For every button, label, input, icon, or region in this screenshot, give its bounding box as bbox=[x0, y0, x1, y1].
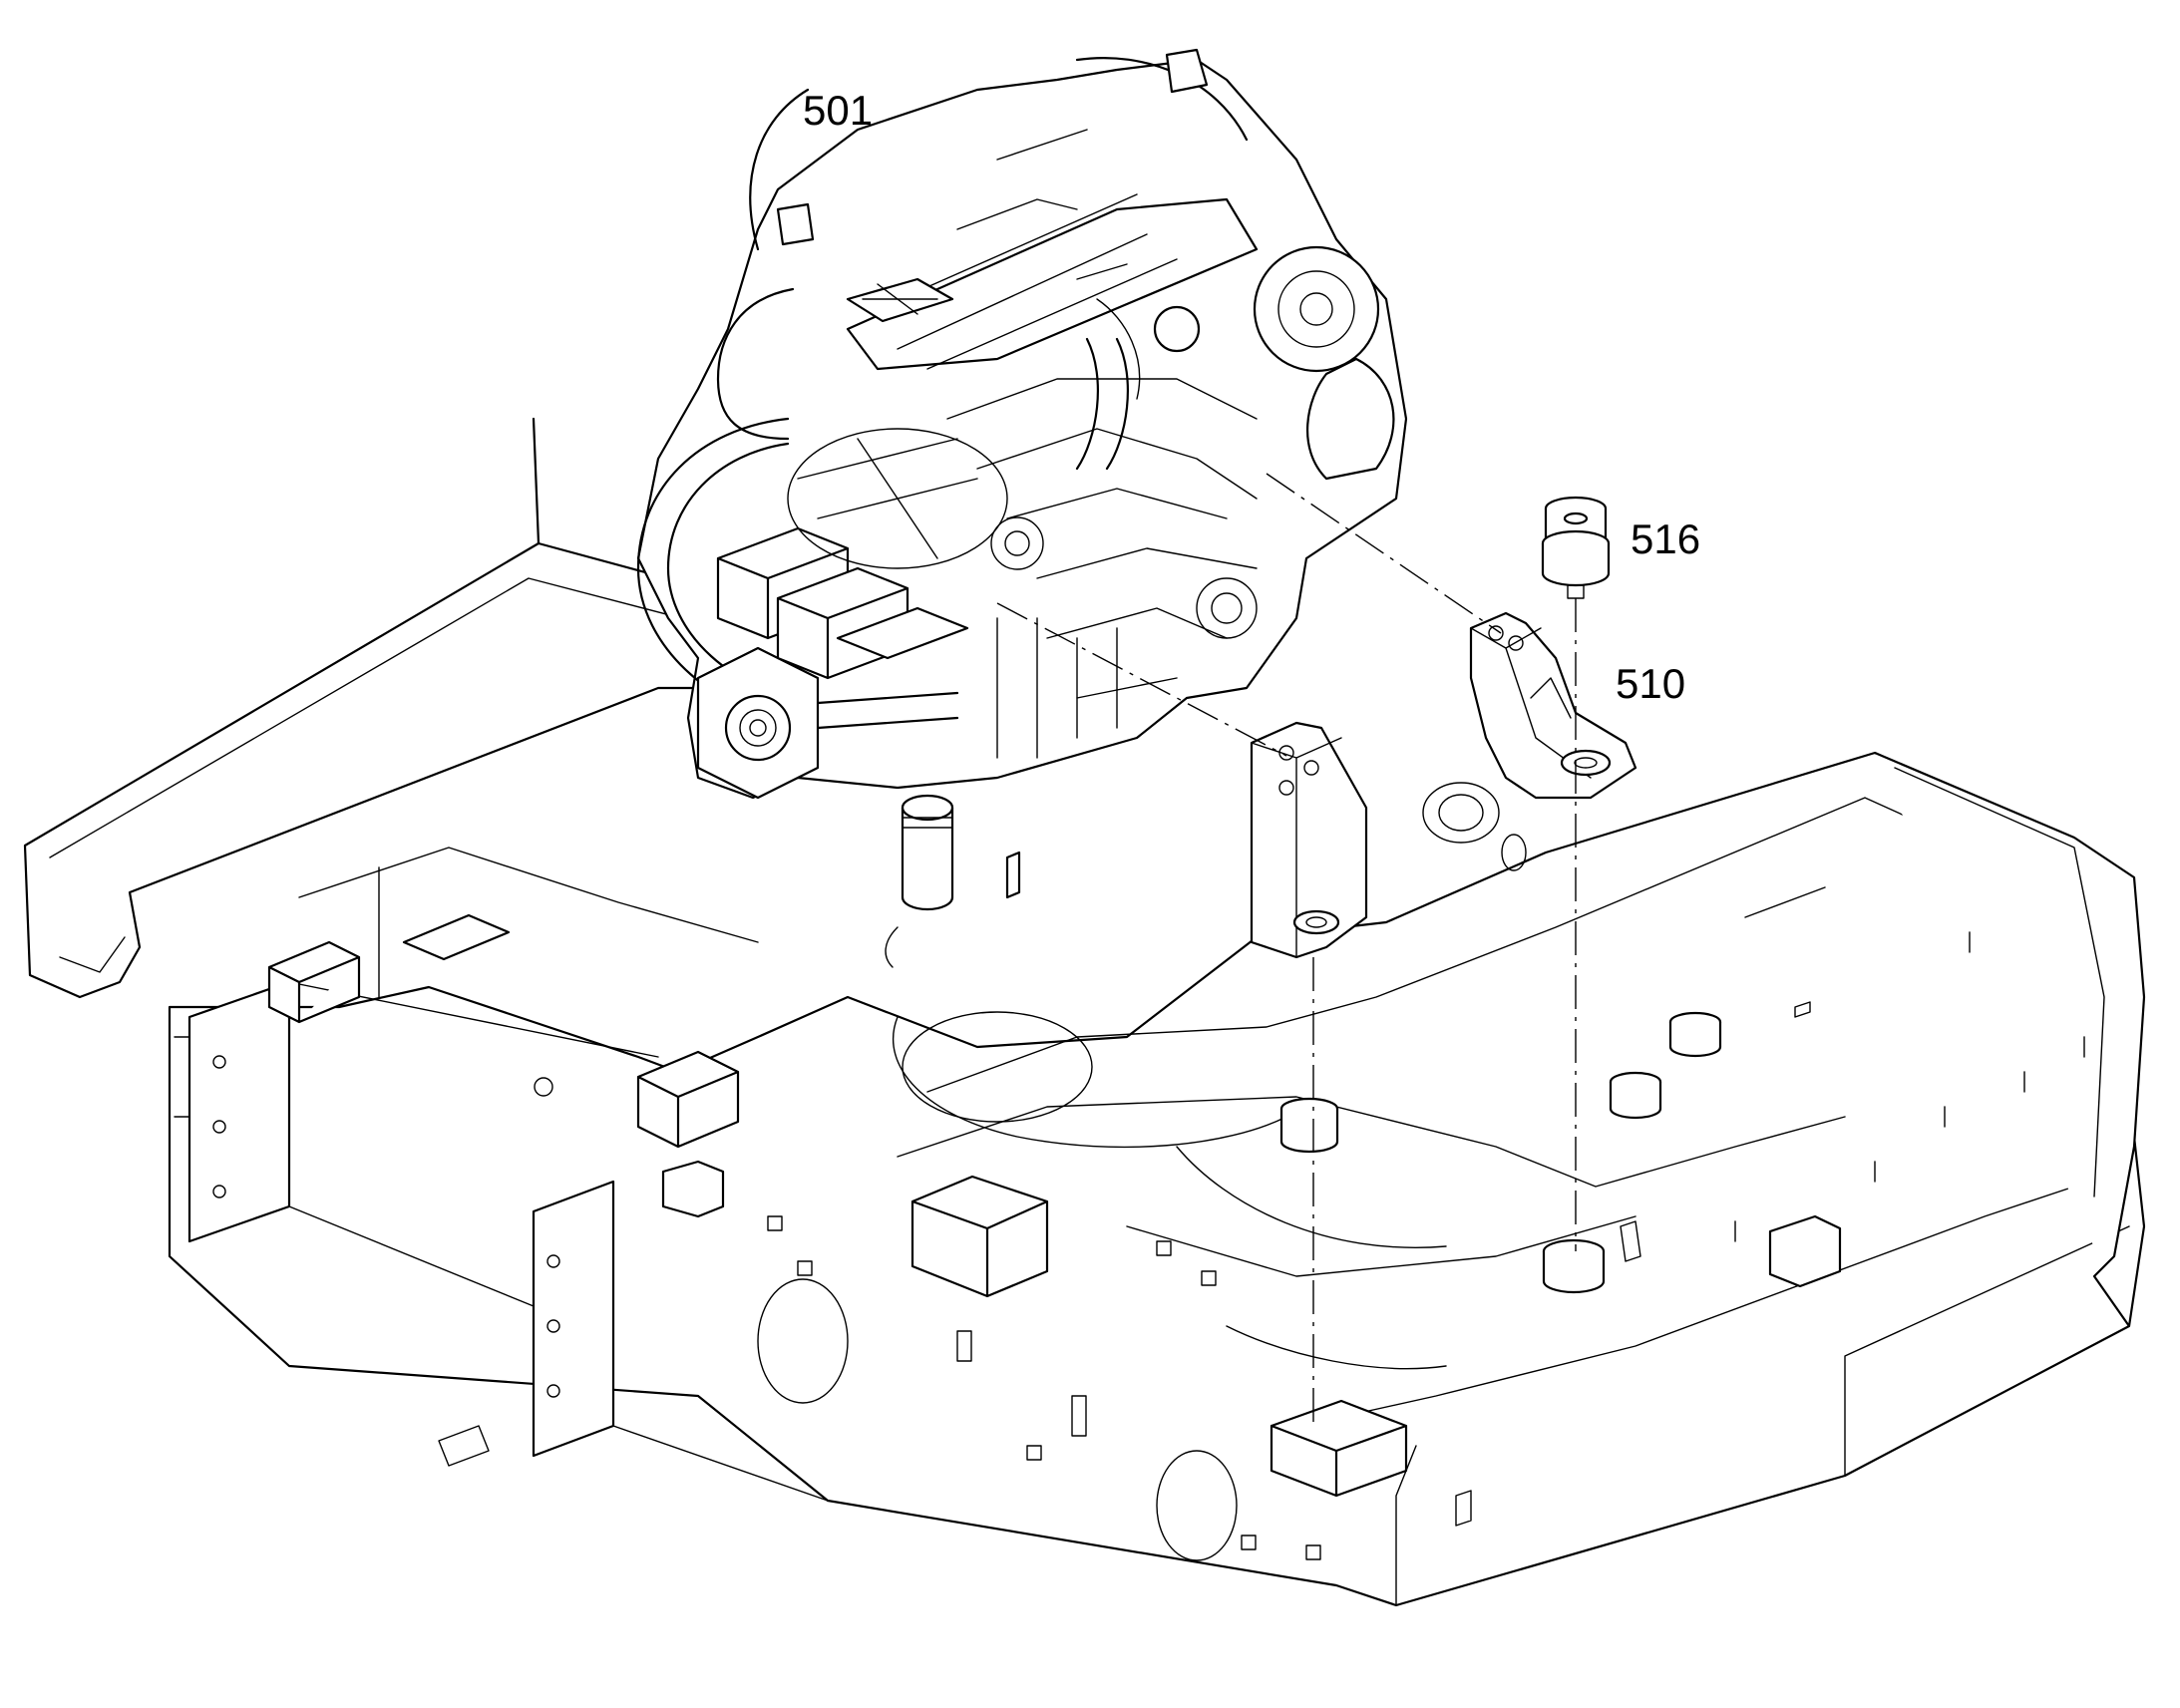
engine-bracket-left bbox=[1250, 721, 1368, 959]
callout-516: 516 bbox=[1631, 515, 1700, 562]
callout-501: 501 bbox=[803, 87, 873, 134]
callout-labels: 501 516 510 bbox=[803, 87, 1700, 707]
engine-assembly bbox=[636, 48, 1408, 968]
engine-bracket-right bbox=[1422, 611, 1637, 871]
upper-frame bbox=[23, 417, 2146, 1607]
assembly-center-lines bbox=[996, 473, 1577, 1426]
rubber-mount bbox=[1541, 496, 1611, 599]
callout-510: 510 bbox=[1616, 660, 1685, 707]
